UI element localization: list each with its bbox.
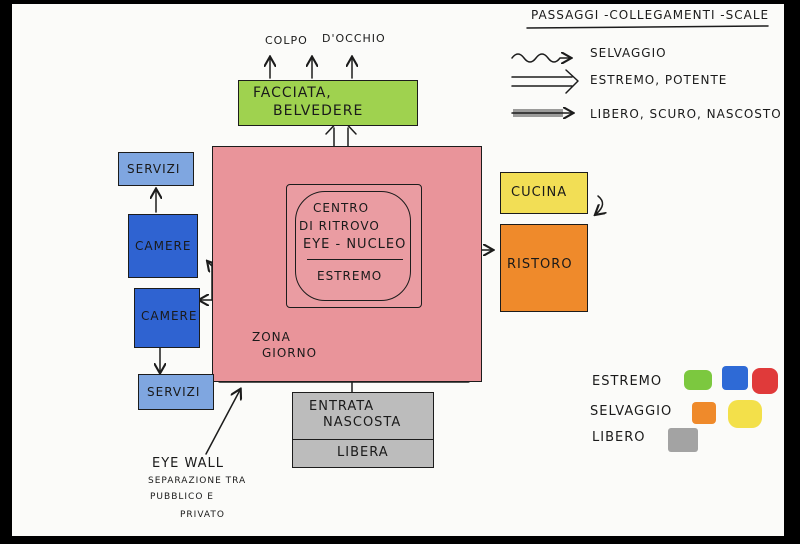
servizi-top-box: SERVIZI [118,152,194,186]
centro-divider [307,259,403,260]
eye-wall-desc1: SEPARAZIONE TRA [148,476,247,486]
centro-line2: DI RITROVO [299,219,380,233]
key-selvaggio-swatch-orange [692,402,716,424]
entrata-box: ENTRATA NASCOSTA LIBERA [292,392,434,468]
key-estremo-label: ESTREMO [592,374,663,389]
key-estremo-swatch-blue [722,366,748,390]
centro-line3: EYE - NUCLEO [303,237,407,252]
cucina-label: CUCINA [511,185,568,200]
legend-label-libero: LIBERO, SCURO, NASCOSTO [590,107,782,121]
servizi-bottom-label: SERVIZI [147,385,201,399]
centro-inner-round [295,191,411,301]
centro-ritrovo-box: CENTRO DI RITROVO EYE - NUCLEO ESTREMO [286,184,422,308]
facciata-line1: FACCIATA, [253,85,332,101]
eye-wall-desc2: PUBBLICO E [150,492,214,502]
cucina-loop-arrow [596,195,603,214]
eye-wall-pointer [205,390,240,455]
eye-wall-desc3: PRIVATO [180,510,225,520]
ristoro-label: RISTORO [507,257,573,272]
double-arrow-icon [511,69,579,94]
legend-label-selvaggio: SELVAGGIO [590,46,667,60]
camere2-label: CAMERE [141,309,198,323]
zona-line2: GIORNO [262,346,318,360]
camere2-box: CAMERE [134,288,200,348]
centro-line4: ESTREMO [317,269,383,283]
key-selvaggio-label: SELVAGGIO [590,404,673,419]
label-docchio: D'OCCHIO [322,32,386,45]
servizi-top-label: SERVIZI [127,162,181,176]
entrata-line2: NASCOSTA [323,415,402,430]
entrata-line3: LIBERA [337,445,389,460]
facciata-line2: BELVEDERE [273,103,364,119]
ristoro-box: RISTORO [500,224,588,312]
key-libero-label: LIBERO [592,430,646,445]
key-estremo-swatch-green [684,370,712,390]
label-colpo: COLPO [265,34,308,47]
grey-arrow-icon [511,109,572,117]
key-libero-swatch-grey [668,428,698,452]
eye-wall-title: EYE WALL [152,456,225,471]
legend-label-estremo: ESTREMO, POTENTE [590,73,728,87]
key-estremo-swatch-red [752,368,778,394]
entrata-line1: ENTRATA [309,399,375,414]
camere1-box: CAMERE [128,214,198,278]
entrata-divider [293,439,433,440]
legend-title: PASSAGGI -COLLEGAMENTI -SCALE [531,8,770,22]
facciata-belvedere-box: FACCIATA, BELVEDERE [238,80,418,126]
servizi-bottom-box: SERVIZI [138,374,214,410]
centro-line1: CENTRO [313,201,370,215]
zona-line1: ZONA [252,330,291,344]
camere1-label: CAMERE [135,239,192,253]
key-selvaggio-swatch-yellow [728,400,762,428]
cucina-box: CUCINA [500,172,588,214]
legend-title-underline [526,25,769,29]
wavy-arrow-icon [511,54,570,62]
